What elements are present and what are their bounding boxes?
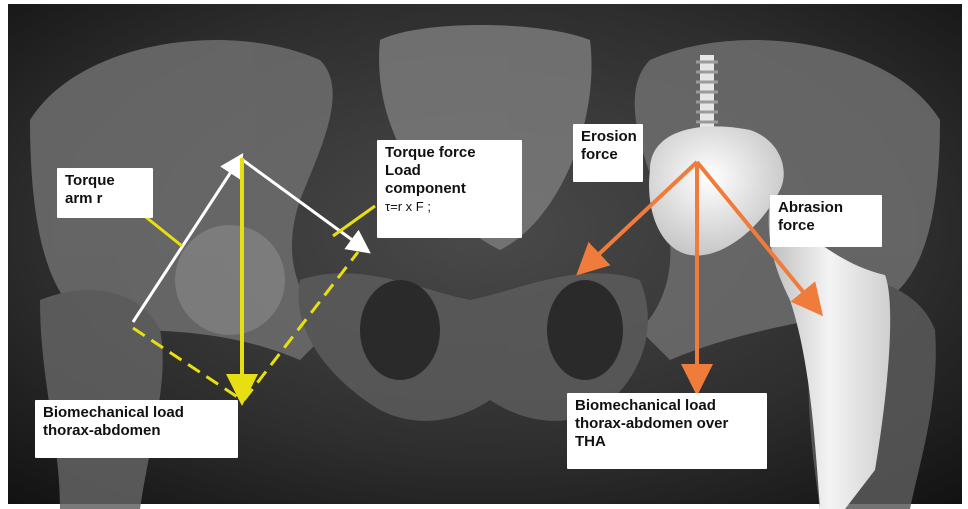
label-torque-arm-line1: Torque: [65, 172, 145, 190]
label-biomech-left-line2: thorax-abdomen: [43, 422, 230, 440]
label-biomech-right-line1: Biomechanical load: [575, 397, 759, 415]
label-torque-force: Torque force Load component τ=r x F ;: [377, 140, 522, 238]
label-abrasion-line2: force: [778, 217, 874, 235]
label-erosion-line1: Erosion: [581, 128, 635, 146]
label-torque-arm-line2: arm r: [65, 190, 145, 208]
label-biomech-left-line1: Biomechanical load: [43, 404, 230, 422]
label-torque-force-line1: Torque force: [385, 144, 514, 162]
label-torque-formula: τ=r x F ;: [385, 198, 514, 216]
label-biomech-right-line3: THA: [575, 433, 759, 451]
label-biomech-left: Biomechanical load thorax-abdomen: [35, 400, 238, 458]
label-erosion-line2: force: [581, 146, 635, 164]
label-biomech-right: Biomechanical load thorax-abdomen over T…: [567, 393, 767, 469]
label-erosion-force: Erosion force: [573, 124, 643, 182]
label-torque-force-line3: component: [385, 180, 514, 198]
label-abrasion-line1: Abrasion: [778, 199, 874, 217]
label-torque-force-line2: Load: [385, 162, 514, 180]
label-biomech-right-line2: thorax-abdomen over: [575, 415, 759, 433]
label-abrasion-force: Abrasion force: [770, 195, 882, 247]
label-torque-arm: Torque arm r: [57, 168, 153, 218]
